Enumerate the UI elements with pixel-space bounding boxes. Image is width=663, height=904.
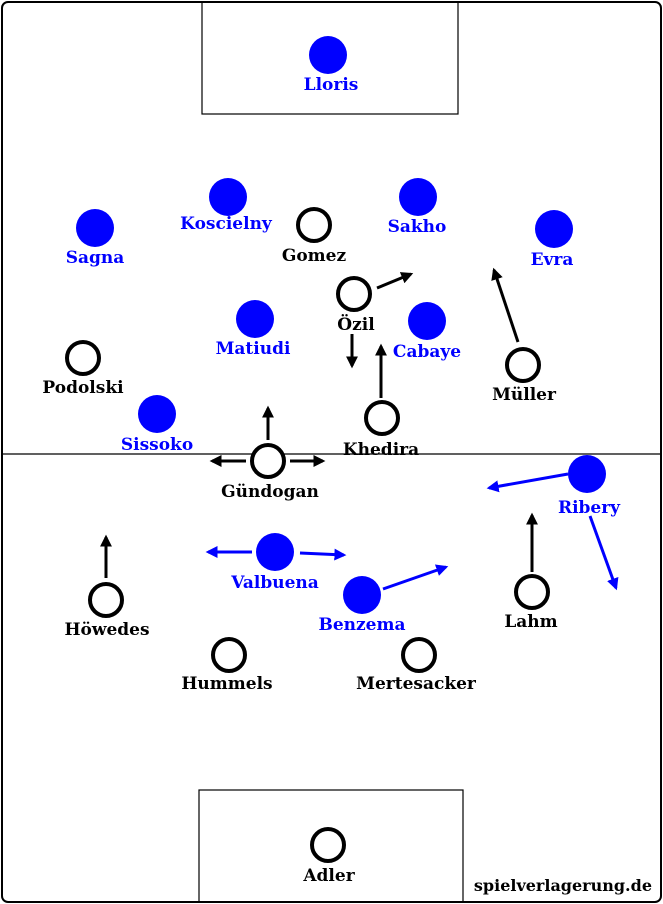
player-label-cabaye: Cabaye	[393, 342, 461, 362]
player-label-sissoko: Sissoko	[121, 435, 193, 455]
player-label-lahm: Lahm	[504, 612, 557, 632]
player-label-lloris: Lloris	[304, 75, 359, 95]
valbuena-arrow-right	[299, 548, 347, 561]
player-marker-howedes	[88, 582, 124, 618]
player-label-khedira: Khedira	[343, 440, 419, 460]
player-marker-gomez	[296, 207, 332, 243]
ribery-arrow-left	[486, 472, 569, 493]
player-label-ribery: Ribery	[558, 498, 621, 518]
player-label-howedes: Höwedes	[64, 620, 149, 640]
player-label-evra: Evra	[531, 250, 574, 270]
player-marker-muller	[505, 347, 541, 383]
player-marker-ribery	[568, 455, 606, 493]
ozil-arrow-right	[376, 272, 414, 290]
player-marker-khedira	[364, 400, 400, 436]
player-marker-valbuena	[256, 533, 294, 571]
player-marker-lahm	[514, 574, 550, 610]
player-marker-podolski	[65, 340, 101, 376]
ribery-arrow-down	[588, 515, 619, 591]
player-marker-sagna	[76, 209, 114, 247]
player-marker-matiudi	[236, 300, 274, 338]
player-marker-sissoko	[138, 395, 176, 433]
player-label-gomez: Gomez	[282, 246, 347, 266]
player-label-benzema: Benzema	[318, 615, 405, 635]
credit-watermark: spielverlagerung.de	[474, 876, 652, 895]
player-label-gundogan: Gündogan	[221, 482, 319, 502]
player-label-sagna: Sagna	[66, 248, 125, 268]
player-marker-gundogan	[250, 443, 286, 479]
player-marker-mertesacker	[401, 637, 437, 673]
player-marker-cabaye	[408, 302, 446, 340]
muller-arrow	[491, 267, 520, 343]
player-label-muller: Müller	[492, 385, 557, 405]
player-marker-koscielny	[209, 178, 247, 216]
bottom-penalty-box	[198, 789, 464, 903]
player-label-valbuena: Valbuena	[230, 573, 319, 593]
benzema-arrow	[382, 564, 449, 591]
player-label-adler: Adler	[302, 866, 355, 886]
player-label-hummels: Hummels	[181, 674, 272, 694]
player-marker-lloris	[309, 36, 347, 74]
player-marker-benzema	[343, 576, 381, 614]
player-marker-sakho	[399, 178, 437, 216]
player-label-koscielny: Koscielny	[180, 214, 273, 234]
player-label-ozil: Özil	[337, 314, 375, 335]
player-label-matiudi: Matiudi	[216, 339, 291, 359]
player-label-podolski: Podolski	[42, 378, 124, 398]
player-label-sakho: Sakho	[388, 217, 447, 237]
top-penalty-box	[201, 1, 459, 115]
player-label-mertesacker: Mertesacker	[356, 674, 477, 694]
player-marker-evra	[535, 210, 573, 248]
player-marker-ozil	[336, 276, 372, 312]
player-marker-hummels	[211, 637, 247, 673]
player-marker-adler	[310, 827, 346, 863]
